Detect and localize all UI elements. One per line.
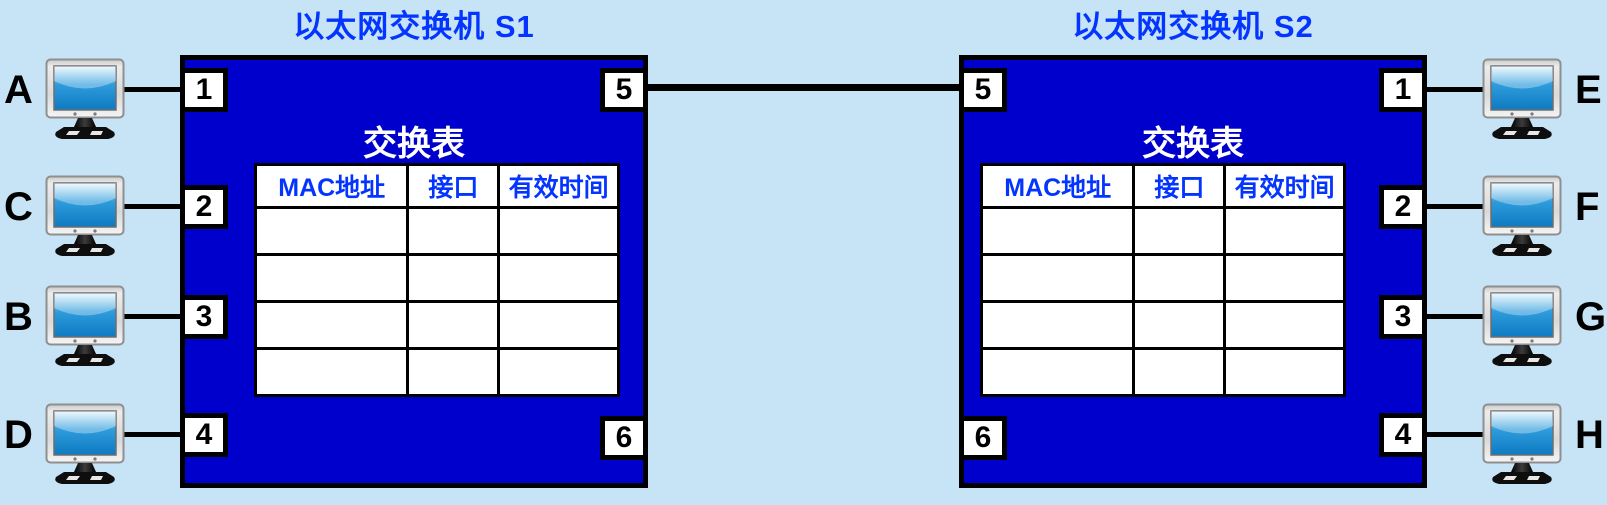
switch-s1: 交换表 MAC地址 接口 有效时间 1 2 3 4 5 6 bbox=[180, 55, 648, 488]
wire-hostD-port4 bbox=[118, 432, 184, 437]
table-header-row: MAC地址 接口 有效时间 bbox=[979, 163, 1346, 209]
host-C: C bbox=[4, 175, 125, 257]
table-empty-cell bbox=[1223, 206, 1346, 256]
s2-port-2: 2 bbox=[1379, 185, 1427, 229]
host-A: A bbox=[4, 58, 125, 140]
host-label: F bbox=[1575, 185, 1600, 229]
switch-s2-table-title: 交换表 bbox=[1142, 125, 1244, 163]
switch-s2-mac-table: MAC地址 接口 有效时间 bbox=[979, 163, 1346, 397]
computer-monitor-icon bbox=[1482, 58, 1562, 139]
switch-s1-table-title: 交换表 bbox=[363, 125, 465, 163]
s1-port-4: 4 bbox=[180, 413, 228, 457]
switch-s2: 交换表 MAC地址 接口 有效时间 5 6 1 2 3 4 bbox=[959, 55, 1427, 488]
table-empty-cell bbox=[1132, 300, 1227, 350]
s2-port-6: 6 bbox=[959, 416, 1007, 460]
table-empty-cell bbox=[979, 206, 1136, 256]
wire-hostC-port2 bbox=[118, 204, 184, 209]
host-label: D bbox=[4, 413, 33, 457]
table-empty-cell bbox=[979, 253, 1136, 303]
computer-monitor-icon bbox=[45, 285, 125, 366]
s2-port-4: 4 bbox=[1379, 413, 1427, 457]
wire-hostG-port3 bbox=[1423, 314, 1485, 319]
table-empty-row bbox=[253, 253, 620, 303]
wire-hostF-port2 bbox=[1423, 204, 1485, 209]
table-empty-cell bbox=[979, 347, 1136, 397]
col-header-interface: 接口 bbox=[406, 163, 501, 209]
table-empty-cell bbox=[497, 347, 620, 397]
host-label: G bbox=[1575, 295, 1607, 339]
table-empty-cell bbox=[253, 300, 410, 350]
s1-port-2: 2 bbox=[180, 185, 228, 229]
table-empty-cell bbox=[1223, 300, 1346, 350]
host-label: B bbox=[4, 295, 33, 339]
table-empty-cell bbox=[1132, 206, 1227, 256]
table-empty-cell bbox=[1132, 253, 1227, 303]
host-G: G bbox=[1482, 285, 1606, 367]
table-empty-cell bbox=[1223, 253, 1346, 303]
table-empty-row bbox=[253, 300, 620, 350]
computer-monitor-icon bbox=[1482, 285, 1562, 366]
computer-monitor-icon bbox=[45, 58, 125, 139]
s2-port-1: 1 bbox=[1379, 68, 1427, 112]
table-empty-cell bbox=[1223, 347, 1346, 397]
host-E: E bbox=[1482, 58, 1602, 140]
table-header-row: MAC地址 接口 有效时间 bbox=[253, 163, 620, 209]
wire-hostA-port1 bbox=[118, 87, 184, 92]
host-H: H bbox=[1482, 403, 1604, 485]
switch-to-switch-link bbox=[643, 84, 964, 91]
host-D: D bbox=[4, 403, 125, 485]
col-header-valid-time: 有效时间 bbox=[1223, 163, 1346, 209]
computer-monitor-icon bbox=[45, 175, 125, 256]
s1-port-5: 5 bbox=[600, 68, 648, 112]
table-empty-cell bbox=[406, 253, 501, 303]
computer-monitor-icon bbox=[45, 403, 125, 484]
col-header-interface: 接口 bbox=[1132, 163, 1227, 209]
table-empty-row bbox=[253, 206, 620, 256]
table-empty-cell bbox=[406, 347, 501, 397]
table-empty-cell bbox=[406, 300, 501, 350]
table-empty-row bbox=[979, 300, 1346, 350]
table-empty-cell bbox=[253, 347, 410, 397]
s1-port-6: 6 bbox=[600, 416, 648, 460]
s2-port-5: 5 bbox=[959, 68, 1007, 112]
host-label: E bbox=[1575, 68, 1602, 112]
host-label: A bbox=[4, 68, 33, 112]
s1-port-3: 3 bbox=[180, 295, 228, 339]
table-empty-row bbox=[979, 253, 1346, 303]
wire-hostE-port1 bbox=[1423, 87, 1485, 92]
col-header-mac-address: MAC地址 bbox=[979, 163, 1136, 209]
table-empty-cell bbox=[253, 206, 410, 256]
wire-hostH-port4 bbox=[1423, 432, 1485, 437]
switch-s2-title: 以太网交换机 S2 bbox=[1072, 9, 1314, 44]
wire-hostB-port3 bbox=[118, 314, 184, 319]
s1-port-1: 1 bbox=[180, 68, 228, 112]
computer-monitor-icon bbox=[1482, 175, 1562, 256]
table-empty-row bbox=[253, 347, 620, 397]
table-empty-row bbox=[979, 206, 1346, 256]
s2-port-3: 3 bbox=[1379, 295, 1427, 339]
table-empty-cell bbox=[497, 206, 620, 256]
col-header-valid-time: 有效时间 bbox=[497, 163, 620, 209]
host-B: B bbox=[4, 285, 125, 367]
col-header-mac-address: MAC地址 bbox=[253, 163, 410, 209]
table-empty-cell bbox=[253, 253, 410, 303]
switch-s1-mac-table: MAC地址 接口 有效时间 bbox=[253, 163, 620, 397]
table-empty-cell bbox=[497, 300, 620, 350]
table-empty-cell bbox=[497, 253, 620, 303]
table-empty-cell bbox=[406, 206, 501, 256]
host-label: H bbox=[1575, 413, 1604, 457]
host-F: F bbox=[1482, 175, 1599, 257]
computer-monitor-icon bbox=[1482, 403, 1562, 484]
table-empty-cell bbox=[1132, 347, 1227, 397]
switch-s1-title: 以太网交换机 S1 bbox=[293, 9, 535, 44]
table-empty-row bbox=[979, 347, 1346, 397]
table-empty-cell bbox=[979, 300, 1136, 350]
host-label: C bbox=[4, 185, 33, 229]
